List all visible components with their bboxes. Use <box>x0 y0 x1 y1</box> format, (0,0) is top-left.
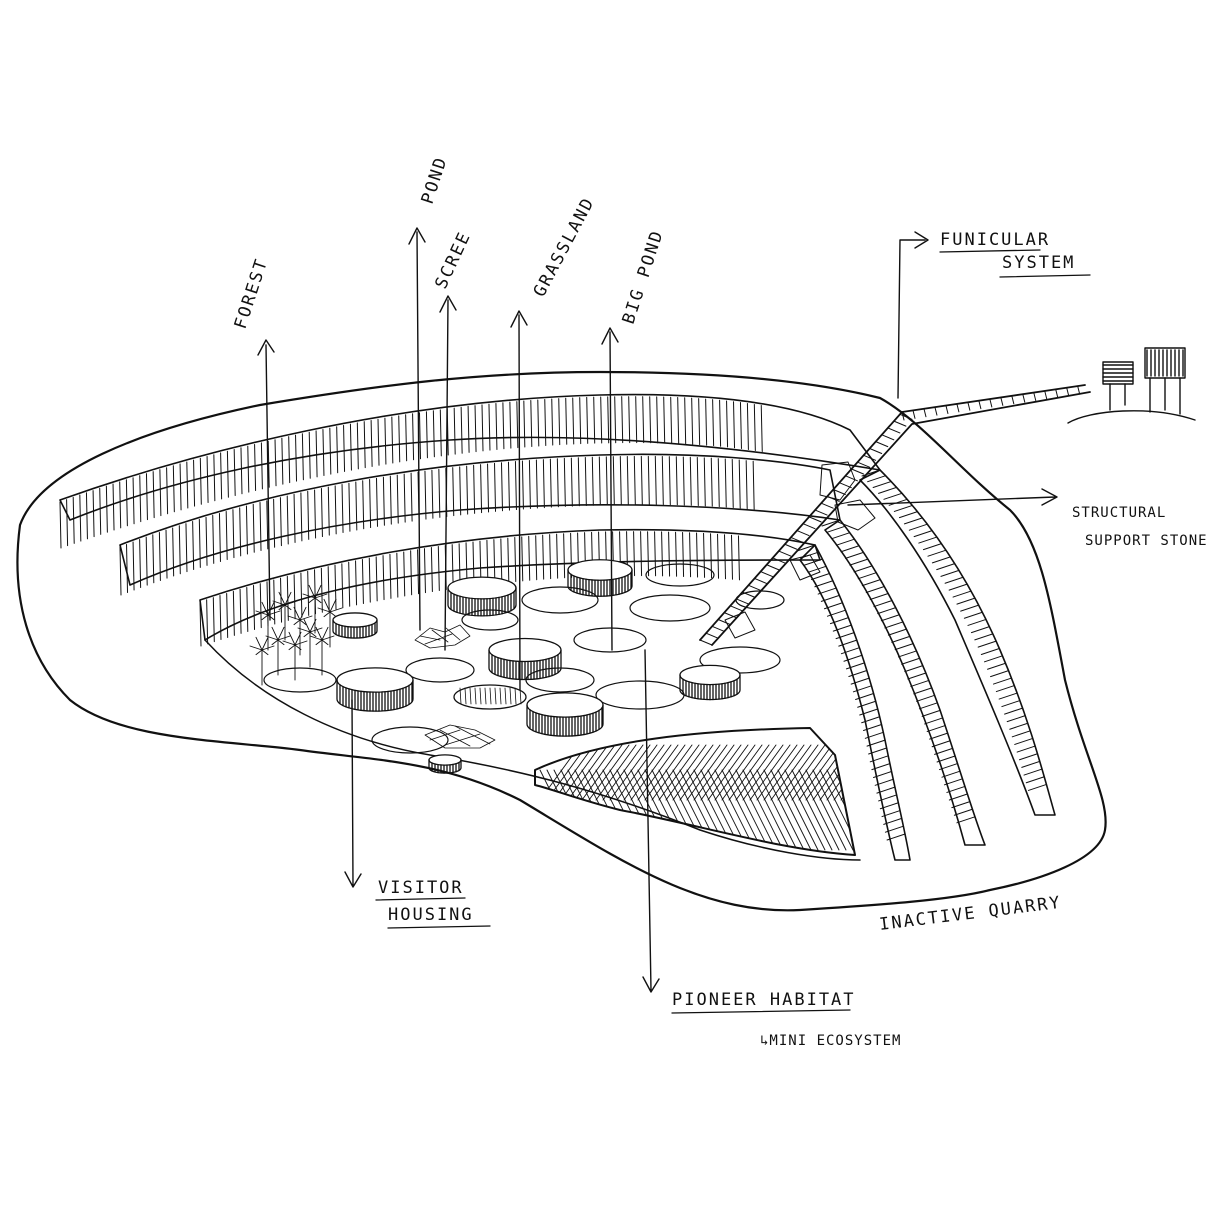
housing-pod <box>567 559 633 597</box>
pond-patch <box>263 667 337 693</box>
label-big-pond: BIG POND <box>619 227 668 326</box>
label-scree: SCREE <box>431 228 475 292</box>
structural-support-arrow <box>847 488 1058 506</box>
label-pond: POND <box>418 154 452 207</box>
housing-pod <box>447 576 517 617</box>
stone-pit-outline <box>534 727 856 856</box>
housing-pod <box>526 692 604 737</box>
grassland-arrow <box>510 310 528 691</box>
funicular-arrow <box>897 231 929 399</box>
housing-pod <box>488 637 562 681</box>
funicular-underline <box>939 249 1091 278</box>
housing-pod <box>679 664 741 701</box>
label-visitor-line2: HOUSING <box>388 905 474 925</box>
visitor-underline <box>375 897 491 929</box>
hatching-top <box>59 396 763 549</box>
floor-ponds <box>263 563 785 754</box>
label-mini-ecosystem: ↳MINI ECOSYSTEM <box>760 1033 901 1049</box>
visitor-housing-arrow <box>344 699 362 888</box>
pond-patch <box>629 594 711 622</box>
grass-pond-hatching <box>459 687 522 705</box>
structural-support-stone <box>724 461 876 639</box>
label-visitor-line1: VISITOR <box>378 878 464 898</box>
pond-patch <box>405 657 475 683</box>
hatching-middle <box>119 455 755 596</box>
quarry-outer-rim <box>16 370 1107 912</box>
terrace-wall-right-outer <box>859 469 1056 816</box>
housing-pod <box>428 754 462 774</box>
pioneer-underline <box>671 1009 851 1014</box>
scree-pile <box>414 624 496 749</box>
pond-patch <box>595 680 685 710</box>
pond-patch <box>645 563 715 587</box>
housing-pod <box>332 612 378 639</box>
stone-pit-hatching <box>539 744 855 851</box>
forest-trees <box>249 584 343 686</box>
label-funicular-line1: FUNICULAR <box>940 230 1050 250</box>
label-grassland: GRASSLAND <box>530 194 599 301</box>
visitor-housing-pods <box>332 559 741 774</box>
forest-arrow <box>257 339 275 621</box>
big-pond-arrow <box>601 327 619 651</box>
pond-patch <box>573 627 647 653</box>
label-forest: FOREST <box>231 256 273 332</box>
pond-patch <box>735 590 785 610</box>
terrace-wall-right-inner <box>799 544 911 861</box>
housing-pod <box>336 667 414 712</box>
label-inactive-quarry: INACTIVE QUARRY <box>878 893 1063 935</box>
grass-pond <box>453 684 527 710</box>
terrace-wall-top <box>59 393 881 521</box>
label-pioneer-habitat: PIONEER HABITAT <box>672 990 856 1010</box>
label-structural-line2: SUPPORT STONE <box>1085 533 1208 549</box>
scree-arrow <box>439 295 457 651</box>
label-funicular-line2: SYSTEM <box>1002 253 1075 273</box>
annotation-arrows <box>257 227 1058 993</box>
funicular-rail <box>699 384 1091 646</box>
funicular-station <box>1067 347 1196 424</box>
pond-patch <box>371 726 449 754</box>
quarry-floor <box>204 639 861 861</box>
pond-arrow <box>408 227 426 631</box>
pioneer-habitat-arrow <box>642 649 660 993</box>
label-structural-line1: STRUCTURAL <box>1072 505 1166 521</box>
pond-patch <box>521 586 599 614</box>
